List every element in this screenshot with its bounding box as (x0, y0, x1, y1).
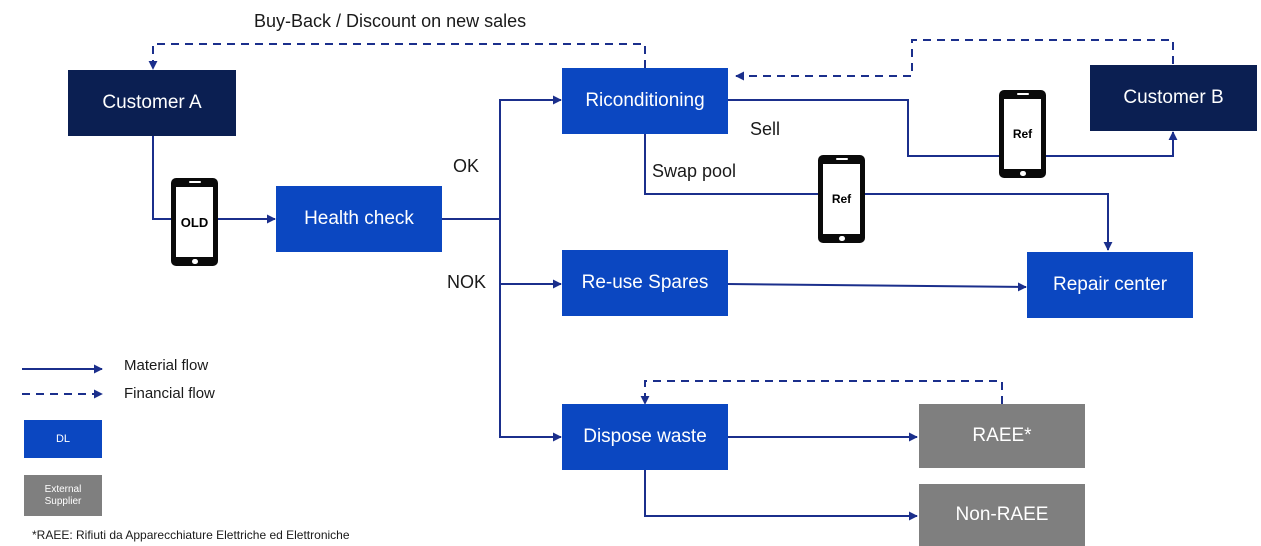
old-phone-icon: OLD (171, 178, 218, 266)
health-check-node: Health check (276, 186, 442, 252)
dispose-waste-label: Dispose waste (583, 426, 707, 447)
legend-external-label: External Supplier (44, 483, 82, 507)
reuse-spares-label: Re-use Spares (581, 272, 709, 293)
repair-center-node: Repair center (1027, 252, 1193, 318)
nok-label: NOK (447, 272, 487, 292)
old-phone-label: OLD (180, 214, 209, 230)
customer-b-financial-flow (735, 39, 1174, 81)
sell-to-customer-b-flow (727, 99, 1178, 157)
ok-label: OK (453, 156, 480, 176)
reuse-spares-to-repair-center-flow (726, 282, 1027, 292)
legend-external-swatch: External Supplier (24, 475, 102, 516)
ref-phone-sell-icon: Ref (999, 90, 1046, 178)
customer-a-label: Customer A (102, 92, 202, 113)
legend-material-text: Material flow (124, 357, 209, 374)
non-raee-node: Non-RAEE (919, 484, 1085, 546)
customer-b-node: Customer B (1090, 65, 1257, 131)
buyback-financial-flow (148, 43, 646, 70)
legend-dl-label: DL (55, 433, 71, 445)
raee-financial-flow (640, 380, 1003, 405)
non-raee-label: Non-RAEE (955, 504, 1049, 525)
to-dispose-waste-flow (499, 284, 562, 442)
customer-b-label: Customer B (1123, 87, 1224, 108)
raee-node: RAEE* (919, 404, 1085, 468)
legend-dl-swatch: DL (24, 420, 102, 458)
repair-center-label: Repair center (1052, 274, 1168, 295)
ref-phone-sell-label: Ref (1012, 127, 1033, 141)
customer-a-node: Customer A (68, 70, 236, 136)
ref-phone-swap-icon: Ref (818, 155, 865, 243)
swap-pool-to-repair-center-flow (644, 133, 1113, 251)
customer-a-to-health-check-flow (152, 136, 276, 224)
riconditioning-label: Riconditioning (585, 90, 705, 111)
ref-phone-swap-label: Ref (831, 192, 852, 206)
riconditioning-node: Riconditioning (562, 68, 728, 134)
dispose-waste-node: Dispose waste (562, 404, 728, 470)
ok-to-riconditioning-flow (499, 95, 562, 219)
swap-pool-label: Swap pool (652, 161, 737, 181)
buyback-label: Buy-Back / Discount on new sales (254, 11, 527, 31)
legend-financial-text: Financial flow (124, 385, 215, 402)
health-check-label: Health check (304, 208, 414, 229)
dispose-to-non-raee-flow (644, 469, 918, 521)
raee-footnote: *RAEE: Rifiuti da Apparecchiature Elettr… (32, 528, 350, 542)
raee-label: RAEE* (972, 425, 1032, 446)
nok-to-reuse-spares-flow (499, 219, 562, 289)
reuse-spares-node: Re-use Spares (562, 250, 728, 316)
sell-label: Sell (750, 119, 781, 139)
